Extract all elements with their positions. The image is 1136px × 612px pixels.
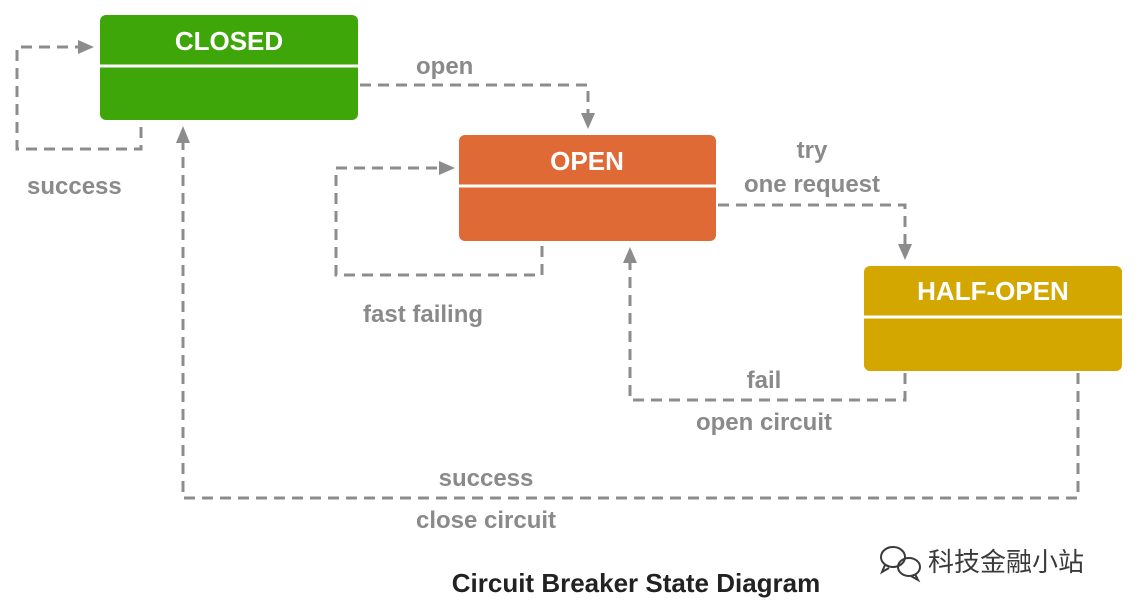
- edge-half-open-to-open-label-line1: fail: [747, 367, 782, 394]
- edge-closed-to-open-label: open: [416, 53, 473, 80]
- edge-closed-self-loop-label: success: [27, 173, 122, 200]
- edge-half-open-to-closed: [181, 143, 1080, 500]
- state-open-box: [459, 135, 716, 241]
- edge-open-self-loop: [334, 166, 544, 277]
- edge-half-open-to-closed-label-line2: close circuit: [416, 507, 556, 534]
- edge-half-open-to-closed-arrowhead: [176, 126, 190, 143]
- edge-open-to-half-open-label-line1: try: [797, 137, 828, 164]
- state-closed-title: CLOSED: [175, 26, 283, 56]
- edge-half-open-to-open: [628, 262, 907, 402]
- state-open: OPEN: [459, 135, 716, 241]
- state-closed: CLOSED: [100, 15, 358, 120]
- wechat-icon: [879, 546, 921, 583]
- edge-half-open-to-open-label-line2: open circuit: [696, 409, 832, 436]
- state-half-open: HALF-OPEN: [864, 266, 1122, 371]
- edge-open-to-half-open-label-line2: one request: [744, 171, 880, 198]
- watermark-text: 科技金融小站: [928, 548, 1084, 578]
- edge-closed-to-open-arrowhead: [581, 113, 595, 129]
- edge-half-open-to-closed-label-line1: success: [439, 465, 534, 492]
- edge-open-self-loop-arrowhead: [439, 161, 455, 175]
- edge-open-to-half-open-arrowhead: [898, 244, 912, 260]
- diagram-caption: Circuit Breaker State Diagram: [452, 568, 820, 598]
- edge-closed-self-loop-arrowhead: [78, 40, 94, 54]
- edge-open-to-half-open: [718, 203, 907, 245]
- edge-open-self-loop-label: fast failing: [363, 301, 483, 328]
- state-half-open-title: HALF-OPEN: [917, 276, 1069, 306]
- watermark: 科技金融小站: [879, 546, 1084, 583]
- edge-closed-self-loop: [15, 45, 143, 151]
- state-open-title: OPEN: [550, 146, 624, 176]
- edge-half-open-to-open-arrowhead: [623, 247, 637, 263]
- edge-closed-to-open: [360, 83, 590, 114]
